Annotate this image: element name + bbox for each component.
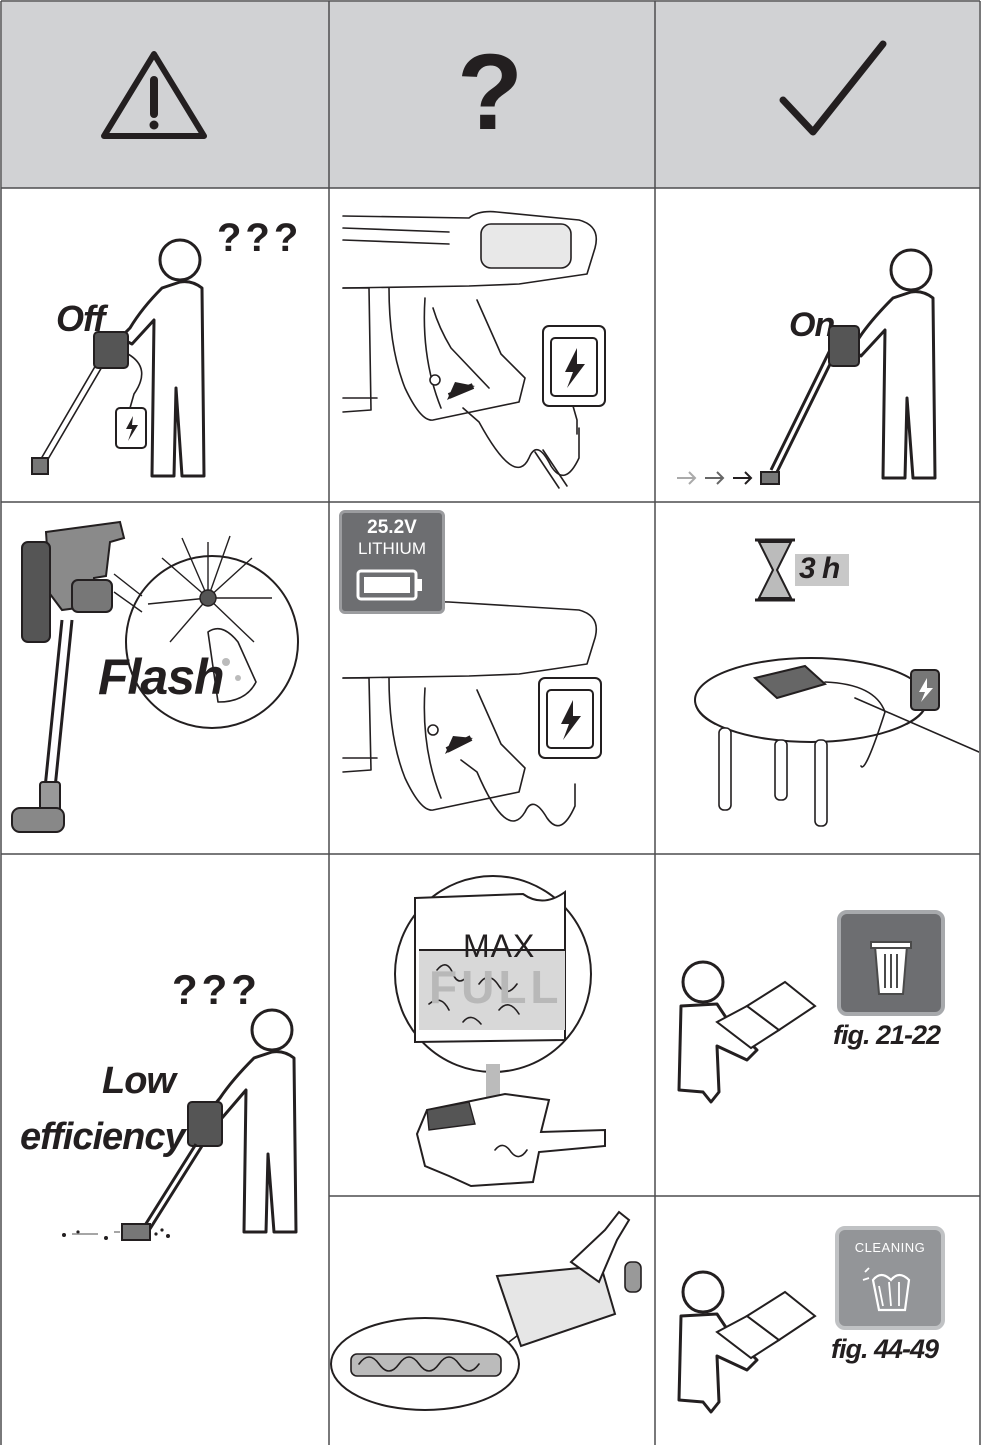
person-with-vacuum-illustration	[2, 188, 329, 502]
header-cause-cell: ?	[329, 2, 655, 188]
row1-problem-cell: ??? Off	[2, 188, 329, 502]
row2-cause-cell: 25.2V LITHIUM	[329, 502, 655, 854]
header-solution-cell	[655, 2, 979, 188]
question-mark-icon: ?	[457, 32, 523, 152]
header-problem-cell	[2, 2, 329, 188]
check-mark-icon	[655, 2, 979, 188]
row1-solution-cell: On	[655, 188, 979, 502]
cleaning-hands-icon	[839, 1230, 941, 1326]
row3-solution-top-cell: fig. 21-22	[655, 854, 979, 1196]
figure-ref-trash: fig. 21-22	[833, 1020, 940, 1051]
cleaning-badge: CLEANING	[835, 1226, 945, 1330]
row3-problem-cell: ??? Low efficiency	[2, 854, 329, 1445]
problem-flash-label: Flash	[98, 648, 224, 706]
low-efficiency-person-illustration	[2, 854, 329, 1445]
battery-badge: 25.2V LITHIUM	[339, 510, 445, 614]
full-label: FULL	[429, 960, 563, 1014]
row3-cause-top-cell: MAX FULL	[329, 854, 655, 1196]
dust-container-full-illustration	[329, 854, 655, 1196]
charge-duration: 3 h	[799, 552, 839, 586]
row2-problem-cell: Flash	[2, 502, 329, 854]
warning-triangle-icon	[2, 2, 329, 188]
row2-solution-cell: 3 h	[655, 502, 979, 854]
row1-cause-cell	[329, 188, 655, 502]
handle-charger-plug-illustration	[329, 188, 655, 502]
brush-roll-hair-illustration	[329, 1196, 655, 1445]
person-vacuuming-illustration	[655, 188, 979, 502]
trash-badge	[837, 910, 945, 1016]
trash-can-icon	[841, 914, 941, 1012]
figure-ref-cleaning: fig. 44-49	[831, 1334, 938, 1365]
row3-cause-bottom-cell	[329, 1196, 655, 1445]
row3-solution-bottom-cell: CLEANING fig. 44-49	[655, 1196, 979, 1445]
battery-icon	[342, 513, 442, 613]
